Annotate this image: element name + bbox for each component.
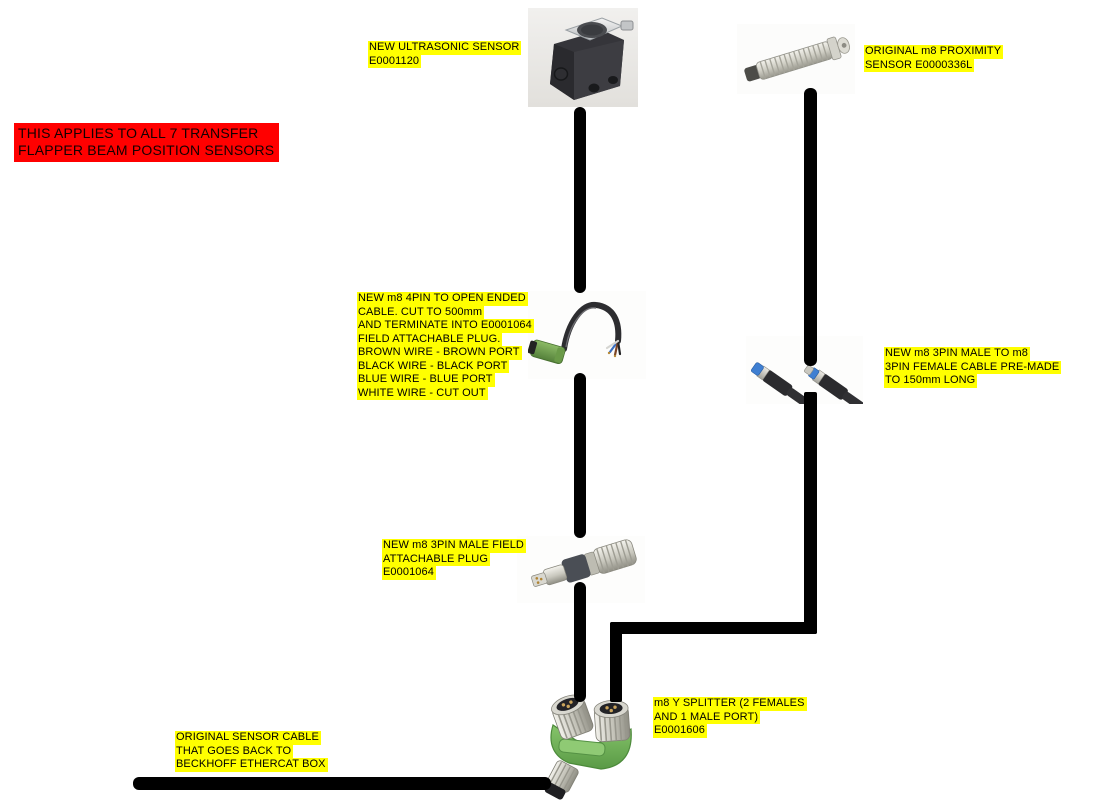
wire-cable-to-plug [574, 373, 586, 538]
label-line: E0001064 [382, 566, 436, 580]
m8-y-splitter-photo [527, 683, 663, 806]
label-line: THAT GOES BACK TO [175, 744, 294, 758]
label-line: FLAPPER BEAM POSITION SENSORS [18, 142, 275, 158]
label-line: BLUE WIRE - BLUE PORT [357, 373, 495, 387]
label-line: AND 1 MALE PORT) [653, 710, 761, 724]
wire-proximity-upper [804, 88, 817, 366]
label-line: SENSOR E0000336L [864, 58, 975, 72]
label-line: E0001120 [368, 54, 422, 68]
label-line: m8 Y SPLITTER (2 FEMALES [653, 697, 807, 711]
m8-4pin-open-ended-cable-photo [528, 291, 646, 379]
label-line: NEW ULTRASONIC SENSOR [368, 41, 522, 55]
label-line: WHITE WIRE - CUT OUT [357, 386, 488, 400]
label-line: NEW m8 3PIN MALE FIELD [382, 539, 526, 553]
label-line: ORIGINAL m8 PROXIMITY [864, 45, 1004, 59]
wire-proximity-lower [804, 392, 817, 634]
label-line: AND TERMINATE INTO E0001064 [357, 319, 534, 333]
label-line: THIS APPLIES TO ALL 7 TRANSFER [18, 125, 259, 141]
label-line: ORIGINAL SENSOR CABLE [175, 731, 321, 745]
label-line: BECKHOFF ETHERCAT BOX [175, 758, 328, 772]
label-line: 3PIN FEMALE CABLE PRE-MADE [884, 360, 1062, 374]
m8-proximity-sensor-photo [737, 24, 855, 94]
wire-plug-to-splitter [574, 582, 586, 702]
wire-elbow-vertical [610, 622, 622, 702]
label-line: BLACK WIRE - BLACK PORT [357, 359, 510, 373]
wire-ultrasonic-to-cable [574, 107, 586, 293]
label-line: FIELD ATTACHABLE PLUG. [357, 332, 503, 346]
label-line: E0001606 [653, 724, 707, 738]
label-line: TO 150mm LONG [884, 374, 978, 388]
label-line: CABLE. CUT TO 500mm [357, 305, 485, 319]
label-line: NEW m8 4PIN TO OPEN ENDED [357, 292, 528, 306]
ultrasonic-sensor-photo [528, 8, 638, 107]
wire-to-beckhoff [133, 777, 551, 790]
label-line: ATTACHABLE PLUG [382, 552, 491, 566]
wire-elbow-horizontal [610, 622, 817, 634]
label-line: NEW m8 3PIN MALE TO m8 [884, 347, 1030, 361]
label-line: BROWN WIRE - BROWN PORT [357, 346, 522, 360]
